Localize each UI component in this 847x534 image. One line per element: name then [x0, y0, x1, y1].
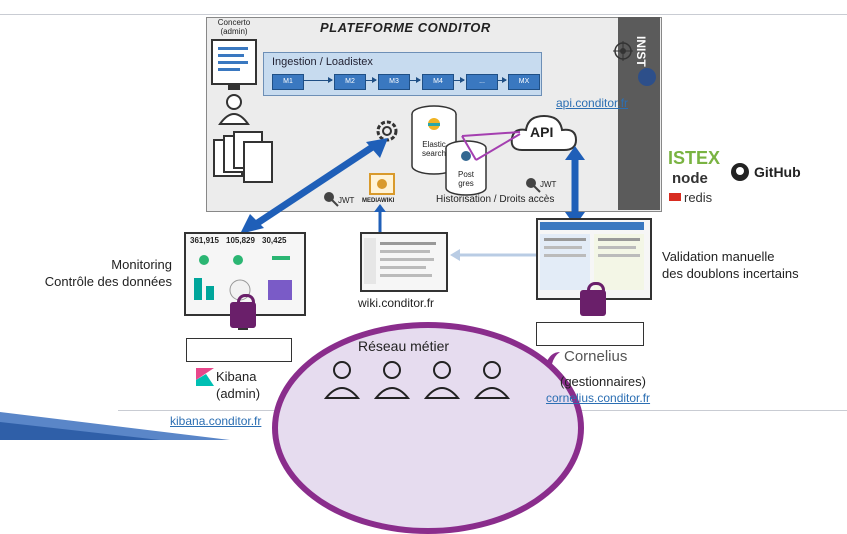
users-icon	[323, 361, 511, 399]
cornelius-lock-icon	[580, 282, 606, 316]
doublons-label: des doublons incertains	[662, 266, 799, 281]
kibana-url-link[interactable]: kibana.conditor.fr	[170, 414, 262, 428]
slide-corner-decoration	[0, 412, 230, 440]
validation-label: Validation manuelle	[662, 249, 775, 264]
jwt-label-left: JWT	[338, 196, 355, 205]
module-arrow	[454, 77, 465, 83]
ingestion-label: Ingestion / Loadistex	[272, 56, 373, 68]
kibana-keyboard	[186, 338, 292, 362]
kibana-platform-arrow	[240, 138, 388, 234]
module-mx: MX	[508, 74, 540, 90]
kibana-stat: 30,425	[262, 236, 287, 245]
kibana-name: Kibana	[216, 369, 257, 384]
jwt-label-right: JWT	[540, 180, 557, 189]
mediawiki-logo-icon	[369, 173, 395, 195]
postgres-label: Post gres	[457, 170, 474, 188]
module-etc: ...	[466, 74, 498, 90]
top-divider	[0, 14, 847, 15]
mediawiki-label: MEDIAWIKI	[362, 198, 395, 204]
cornelius-keyboard	[536, 322, 644, 346]
module-arrow	[366, 77, 377, 83]
platform-title: PLATEFORME CONDITOR	[320, 20, 491, 35]
module-m4: M4	[422, 74, 454, 90]
kibana-stat: 361,915	[190, 236, 219, 245]
module-arrow	[410, 77, 421, 83]
monitoring-label: Monitoring	[111, 257, 172, 272]
cornelius-name: Cornelius	[564, 348, 628, 365]
kibana-charts	[194, 255, 292, 301]
api-label: API	[530, 124, 554, 140]
module-arrow	[304, 77, 333, 83]
github-logo-icon	[731, 163, 749, 181]
concerto-label: Concerto (admin)	[217, 18, 251, 36]
node-logo: node	[672, 170, 708, 187]
reseau-metier-label: Réseau métier	[358, 338, 450, 354]
module-arrow	[498, 77, 507, 83]
cornelius-table	[540, 222, 644, 290]
api-url-link[interactable]: api.conditor.fr	[556, 96, 629, 110]
kibana-role: (admin)	[216, 386, 261, 401]
cnrs-icon	[638, 68, 656, 86]
istex-logo: ISTEX	[668, 148, 721, 168]
db-api-connectors	[461, 131, 521, 161]
wiki-arrow	[374, 204, 386, 232]
module-m2: M2	[334, 74, 366, 90]
redis-logo: redis	[684, 190, 713, 205]
redis-logo-icon	[669, 193, 681, 201]
wiki-page-lines	[364, 238, 436, 284]
cornelius-url-link[interactable]: cornelius.conditor.fr	[546, 391, 651, 405]
cornelius-api-arrow	[565, 146, 585, 226]
wiki-url[interactable]: wiki.conditor.fr	[358, 296, 435, 310]
key-icon	[526, 178, 541, 193]
kibana-stat: 105,829	[226, 236, 255, 245]
elasticsearch-db-icon	[411, 105, 457, 175]
kibana-logo-icon	[196, 368, 214, 386]
historisation-label: Historisation / Droits accès	[436, 194, 555, 205]
kibana-lock-icon	[230, 294, 256, 328]
module-m1: M1	[272, 74, 304, 90]
controle-donnees-label: Contrôle des données	[44, 274, 172, 289]
documents-stack-icon	[213, 131, 273, 183]
helm-icon	[613, 41, 633, 61]
github-logo: GitHub	[754, 164, 801, 180]
cornelius-role: (gestionnaires)	[560, 374, 646, 389]
cornelius-logo-icon	[546, 352, 560, 364]
key-icon	[324, 192, 339, 207]
wiki-cornelius-arrow	[450, 249, 536, 261]
inist-label: INIST	[634, 36, 648, 67]
concerto-monitor-icon	[211, 39, 257, 125]
elasticsearch-label: Elastic search	[421, 140, 446, 158]
module-m3: M3	[378, 74, 410, 90]
